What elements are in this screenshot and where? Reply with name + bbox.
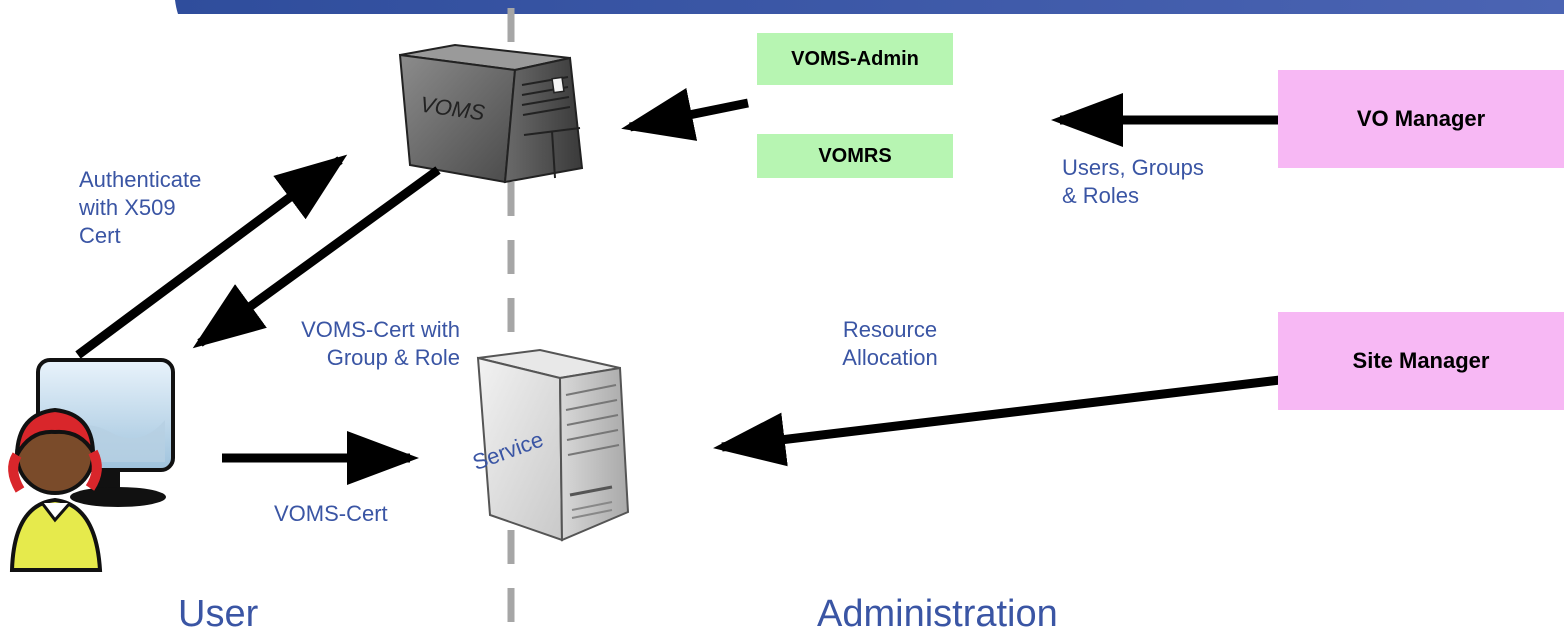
resource-allocation-label: Resource Allocation bbox=[842, 317, 938, 370]
vo-manager-box: VO Manager bbox=[1278, 70, 1564, 168]
administration-section-title: Administration bbox=[817, 593, 1058, 635]
service-server-icon bbox=[476, 348, 630, 542]
site-manager-box: Site Manager bbox=[1278, 312, 1564, 410]
authenticate-label: Authenticate with X509 Cert bbox=[79, 167, 202, 248]
admin-to-voms-arrow bbox=[621, 87, 749, 141]
site-manager-to-service-arrow bbox=[713, 375, 1281, 467]
user-section-title: User bbox=[178, 593, 259, 635]
voms-cert-return-arrow bbox=[192, 166, 441, 349]
vomrs-box: VOMRS bbox=[757, 134, 953, 178]
authenticate-arrow bbox=[75, 154, 348, 359]
voms-cert-label: VOMS-Cert bbox=[274, 501, 388, 526]
header-banner bbox=[175, 0, 1564, 14]
users-groups-roles-label: Users, Groups & Roles bbox=[1062, 155, 1204, 208]
voms-server-icon bbox=[398, 43, 584, 184]
voms-cert-group-role-label: VOMS-Cert with Group & Role bbox=[301, 317, 460, 370]
voms-admin-box: VOMS-Admin bbox=[757, 33, 953, 85]
user-computer-icon bbox=[8, 358, 175, 572]
